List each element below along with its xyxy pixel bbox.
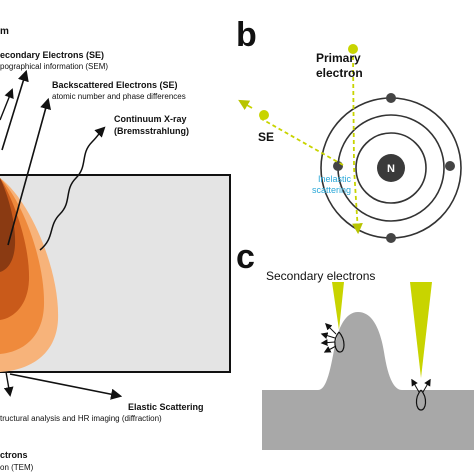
secondary-electron-arrow bbox=[1, 69, 29, 151]
label-transmitted-title: ctrons bbox=[0, 450, 28, 460]
orbit-electron bbox=[386, 233, 396, 243]
orbit-inner bbox=[355, 132, 427, 204]
se-label: SE bbox=[258, 130, 274, 144]
elastic-scattering-arrow bbox=[9, 373, 123, 400]
label-secondary-title: econdary Electrons (SE) bbox=[0, 50, 104, 60]
secondary-electron-path bbox=[259, 117, 344, 166]
emission-arrow bbox=[411, 378, 420, 393]
primary-electron-continue bbox=[352, 167, 363, 235]
label-continuum-sub: (Bremsstrahlung) bbox=[114, 126, 189, 136]
label-elastic-sub: tructural analysis and HR imaging (diffr… bbox=[0, 414, 162, 423]
electron-beam-right bbox=[410, 282, 432, 378]
panel-b-letter: b bbox=[236, 16, 257, 54]
primary-electron-label-1: Primary bbox=[316, 51, 361, 65]
label-elastic-title: Elastic Scattering bbox=[128, 402, 204, 412]
label-backscattered-sub: atomic number and phase differences bbox=[52, 92, 186, 101]
panel-c: c Secondary electrons bbox=[236, 238, 474, 450]
emission-arrow bbox=[323, 345, 337, 353]
backscattered-electron-arrow bbox=[7, 97, 52, 246]
panel-b: b N Primary electron SE Inelastic scatte… bbox=[236, 16, 462, 243]
primary-electron-label-2: electron bbox=[316, 66, 363, 80]
emission-loop-left bbox=[334, 331, 345, 353]
inelastic-label-1: Inelastic bbox=[318, 174, 352, 184]
panel-a-title-fragment: m bbox=[0, 26, 9, 37]
primary-electron-dot bbox=[348, 44, 358, 54]
transmitted-electron-arrow bbox=[3, 371, 14, 397]
inelastic-label-2: scattering bbox=[312, 185, 351, 195]
emission-loop-right bbox=[415, 389, 427, 411]
secondary-electron-dot bbox=[259, 110, 269, 120]
emission-arrow bbox=[320, 339, 336, 347]
secondary-electrons-label: Secondary electrons bbox=[266, 269, 375, 283]
emission-arrow bbox=[325, 323, 337, 335]
label-continuum-title: Continuum X-ray bbox=[114, 114, 187, 124]
orbit-electron bbox=[445, 161, 455, 171]
continuum-xray-wave bbox=[39, 126, 106, 251]
orbit-electron bbox=[333, 161, 343, 171]
label-backscattered-title: Backscattered Electrons (SE) bbox=[52, 80, 178, 90]
nucleus-label: N bbox=[387, 163, 395, 175]
emission-arrow bbox=[320, 332, 336, 339]
secondary-electron-arrow-2 bbox=[0, 88, 14, 121]
label-secondary-sub: pographical information (SEM) bbox=[0, 62, 108, 71]
emission-arrow bbox=[422, 378, 431, 393]
nucleus bbox=[377, 154, 405, 182]
label-transmitted-sub: on (TEM) bbox=[0, 463, 34, 472]
sample-surface bbox=[262, 312, 474, 450]
electron-beam-left bbox=[332, 282, 344, 330]
panel-a: m econdary Electrons (SE) pographical in… bbox=[0, 26, 231, 472]
secondary-electron-arrowhead bbox=[238, 99, 253, 111]
interaction-volume-core bbox=[0, 178, 16, 272]
panel-c-letter: c bbox=[236, 238, 255, 276]
orbit-electron bbox=[386, 93, 396, 103]
